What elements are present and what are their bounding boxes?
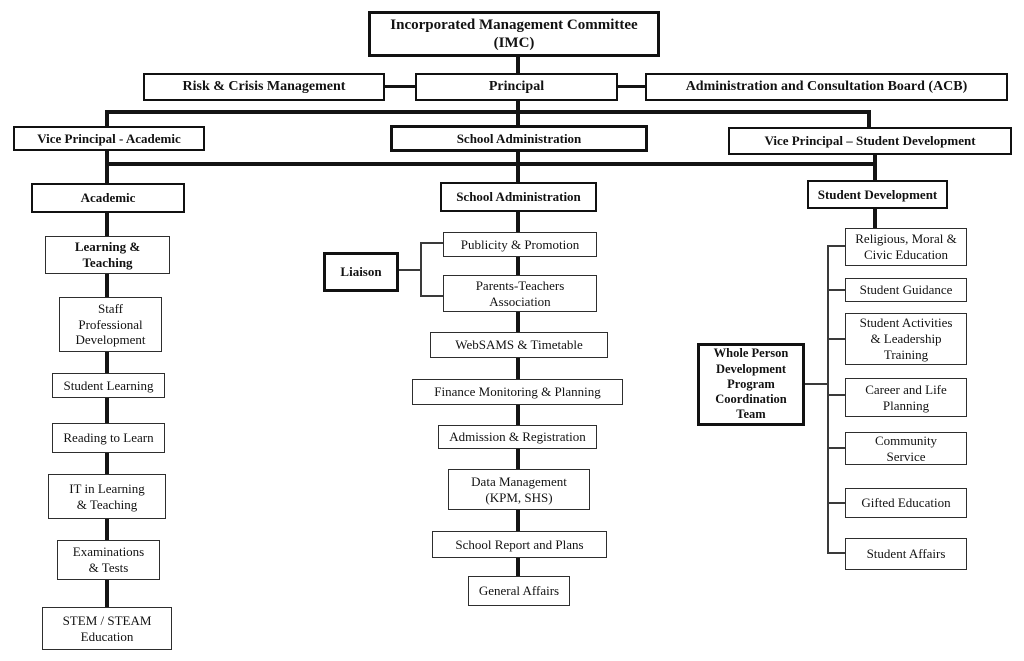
org-box-websams-timetable: WebSAMS & Timetable <box>430 332 608 358</box>
connector-line <box>105 398 109 423</box>
connector-line <box>420 242 443 244</box>
connector-line <box>516 405 520 425</box>
org-box-publicity-promotion: Publicity & Promotion <box>443 232 597 257</box>
connector-line <box>385 85 415 88</box>
org-box-school-administration-branch: School Administration <box>390 125 648 152</box>
org-box-data-management: Data Management (KPM, SHS) <box>448 469 590 510</box>
connector-line <box>105 162 875 166</box>
org-box-learning-teaching: Learning & Teaching <box>45 236 170 274</box>
connector-line <box>105 453 109 474</box>
org-box-student-affairs: Student Affairs <box>845 538 967 570</box>
connector-line <box>873 209 877 228</box>
connector-line <box>516 358 520 379</box>
connector-line <box>105 213 109 236</box>
org-box-examinations-tests: Examinations & Tests <box>57 540 160 580</box>
org-box-career-life-planning: Career and Life Planning <box>845 378 967 417</box>
connector-line <box>827 245 829 554</box>
org-box-principal: Principal <box>415 73 618 101</box>
connector-line <box>105 519 109 540</box>
connector-line <box>827 245 845 247</box>
org-box-gifted-education: Gifted Education <box>845 488 967 518</box>
connector-line <box>105 151 109 183</box>
org-box-vice-principal-student-development: Vice Principal – Student Development <box>728 127 1012 155</box>
connector-line <box>516 152 520 182</box>
connector-line <box>516 449 520 469</box>
connector-line <box>827 394 845 396</box>
connector-line <box>827 447 845 449</box>
connector-line <box>420 295 443 297</box>
connector-line <box>516 212 520 232</box>
org-box-admission-registration: Admission & Registration <box>438 425 597 449</box>
connector-line <box>516 257 520 275</box>
org-box-it-in-learning-teaching: IT in Learning & Teaching <box>48 474 166 519</box>
org-box-religious-moral-civic-education: Religious, Moral & Civic Education <box>845 228 967 266</box>
connector-line <box>105 352 109 373</box>
org-box-student-guidance: Student Guidance <box>845 278 967 302</box>
org-box-staff-professional-development: Staff Professional Development <box>59 297 162 352</box>
org-box-acb: Administration and Consultation Board (A… <box>645 73 1008 101</box>
org-box-student-development-header: Student Development <box>807 180 948 209</box>
connector-line <box>105 580 109 607</box>
connector-line <box>805 383 827 385</box>
connector-line <box>420 242 422 297</box>
org-box-general-affairs: General Affairs <box>468 576 570 606</box>
org-box-parents-teachers-association: Parents-Teachers Association <box>443 275 597 312</box>
connector-line <box>867 114 871 127</box>
connector-line <box>399 269 422 271</box>
connector-line <box>516 312 520 332</box>
connector-line <box>105 114 109 126</box>
connector-line <box>516 558 520 576</box>
connector-line <box>516 57 520 73</box>
org-box-student-activities-leadership: Student Activities & Leadership Training <box>845 313 967 365</box>
connector-line <box>827 552 845 554</box>
org-box-school-report-plans: School Report and Plans <box>432 531 607 558</box>
org-box-vice-principal-academic: Vice Principal - Academic <box>13 126 205 151</box>
org-box-student-learning: Student Learning <box>52 373 165 398</box>
org-box-risk-crisis-management: Risk & Crisis Management <box>143 73 385 101</box>
org-box-finance-monitoring-planning: Finance Monitoring & Planning <box>412 379 623 405</box>
connector-line <box>105 110 871 114</box>
connector-line <box>827 338 845 340</box>
org-box-stem-steam-education: STEM / STEAM Education <box>42 607 172 650</box>
connector-line <box>873 155 877 180</box>
org-box-whole-person-development-team: Whole Person Development Program Coordin… <box>697 343 805 426</box>
org-box-imc: Incorporated Management Committee (IMC) <box>368 11 660 57</box>
connector-line <box>827 502 845 504</box>
org-box-liaison: Liaison <box>323 252 399 292</box>
connector-line <box>105 274 109 297</box>
connector-line <box>827 289 845 291</box>
org-box-reading-to-learn: Reading to Learn <box>52 423 165 453</box>
connector-line <box>618 85 645 88</box>
org-box-community-service: Community Service <box>845 432 967 465</box>
org-box-academic-header: Academic <box>31 183 185 213</box>
org-box-school-administration-header: School Administration <box>440 182 597 212</box>
connector-line <box>516 510 520 531</box>
